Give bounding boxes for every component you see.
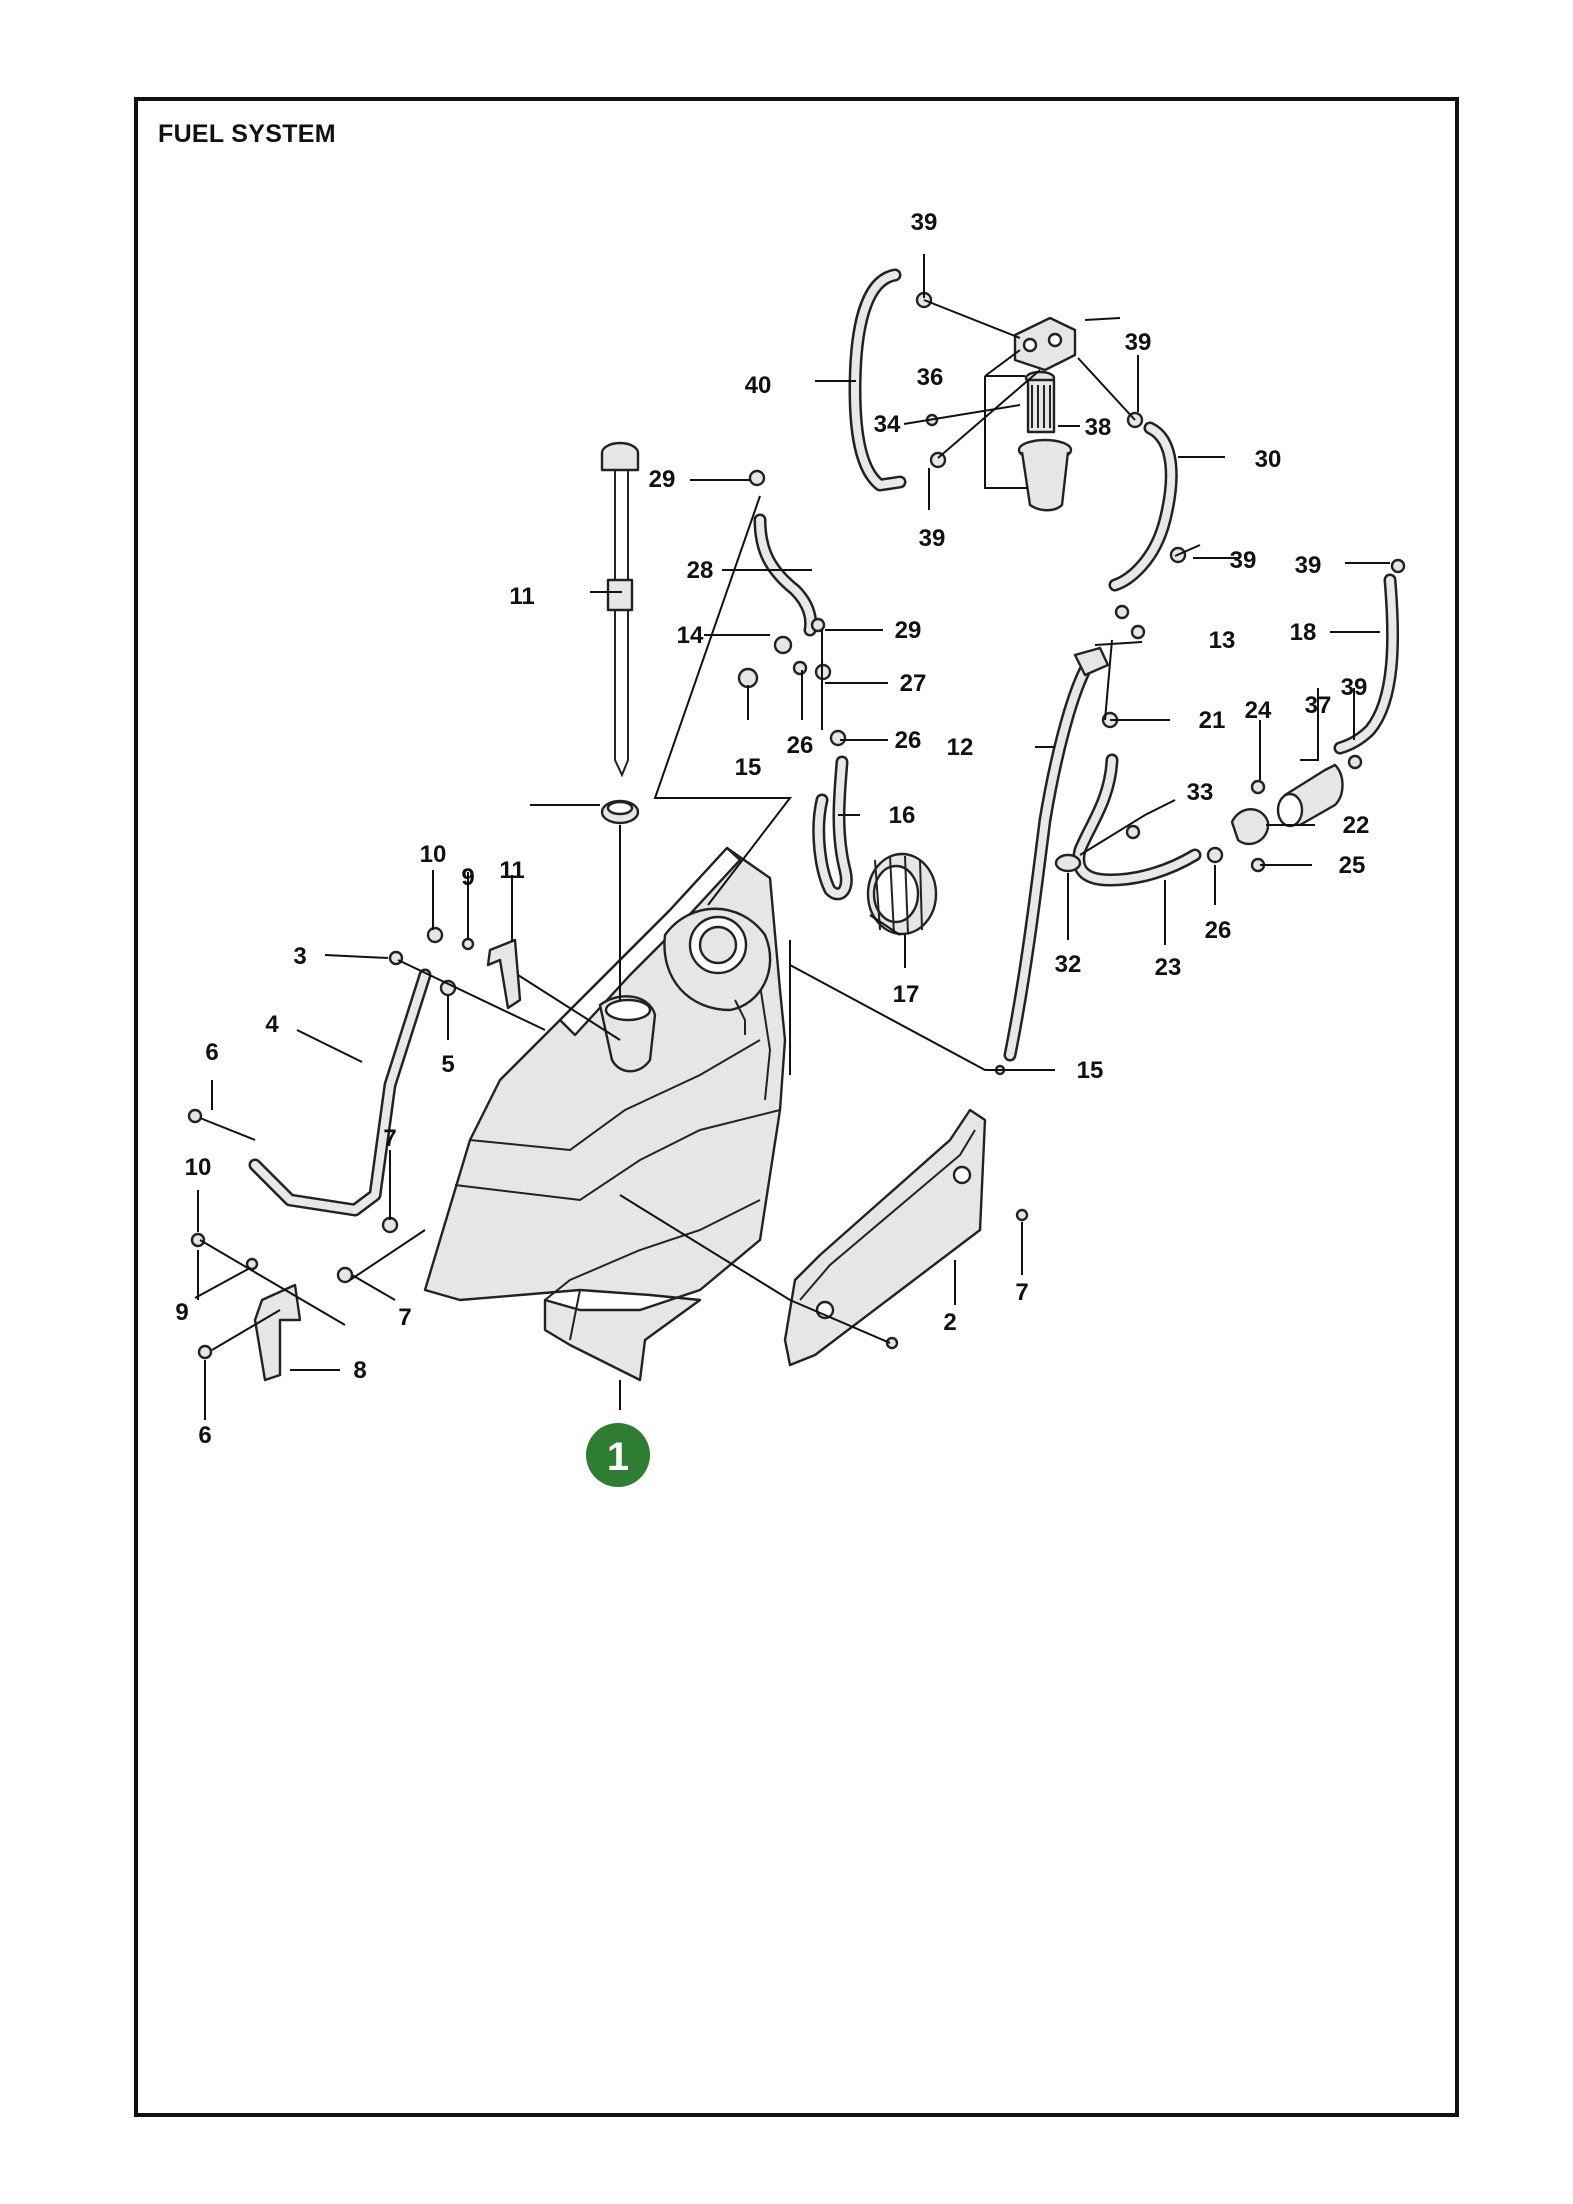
callout-label: 12 — [947, 734, 974, 761]
callout-label: 21 — [1199, 707, 1226, 734]
callout-label: 2 — [943, 1309, 956, 1336]
callout-label: 3 — [293, 943, 306, 970]
callout-label: 39 — [1341, 674, 1368, 701]
callout-label: 26 — [787, 732, 814, 759]
callout-label: 14 — [677, 622, 704, 649]
side-panel — [783, 1108, 987, 1367]
callout-label: 10 — [420, 841, 447, 868]
diagram-frame — [134, 97, 1459, 2117]
callout-label: 39 — [1125, 329, 1152, 356]
callout-label: 16 — [889, 802, 916, 829]
callout-label: 7 — [1015, 1279, 1028, 1306]
callout-label: 39 — [1230, 547, 1257, 574]
callout-label: 25 — [1339, 852, 1366, 879]
callout-label: 11 — [509, 583, 534, 610]
callout-label: 9 — [461, 864, 474, 891]
callout-label: 15 — [1077, 1057, 1104, 1084]
item-badge-label: 1 — [607, 1435, 629, 1479]
callout-label: 38 — [1085, 414, 1112, 441]
fuel-hose-23 — [1054, 753, 1202, 887]
page-title: FUEL SYSTEM — [158, 120, 336, 148]
callout-label: 26 — [895, 727, 922, 754]
callout-label: 4 — [265, 1011, 279, 1038]
bracket-11 — [486, 938, 522, 1010]
fuel-pump-assembly — [1013, 316, 1077, 512]
leader-lines — [194, 254, 1390, 1420]
callout-label: 26 — [1205, 917, 1232, 944]
callout-label: 39 — [919, 525, 946, 552]
callout-label: 28 — [687, 557, 714, 584]
callout-label: 39 — [1295, 552, 1322, 579]
callout-label: 7 — [398, 1304, 411, 1331]
callout-label: 15 — [735, 754, 762, 781]
callout-label: 22 — [1343, 812, 1370, 839]
dipstick — [600, 441, 640, 778]
callout-label: 18 — [1290, 619, 1317, 646]
callout-label: 6 — [205, 1039, 218, 1066]
callout-label: 40 — [745, 372, 772, 399]
fuel-cap — [866, 852, 938, 936]
callout-label: 6 — [198, 1422, 211, 1449]
grommet — [600, 799, 640, 825]
fuel-hose-25 — [1333, 573, 1400, 755]
callout-label: 17 — [893, 981, 920, 1008]
callout-label: 23 — [1155, 954, 1182, 981]
callout-label: 37 — [1305, 692, 1332, 719]
callout-label: 11 — [499, 857, 524, 884]
vent-line — [1003, 646, 1110, 1062]
bracket-8 — [253, 1283, 302, 1382]
callout-label: 7 — [383, 1125, 396, 1152]
callout-label: 30 — [1255, 446, 1282, 473]
callout-label: 5 — [441, 1051, 454, 1078]
callout-label: 8 — [353, 1357, 366, 1384]
callout-label: 13 — [1209, 627, 1236, 654]
item-badge: 1 — [586, 1423, 650, 1487]
bracket-4 — [248, 968, 432, 1217]
callout-label: 32 — [1055, 951, 1082, 978]
vent-hose — [753, 513, 818, 637]
callout-label: 34 — [874, 411, 901, 438]
inline-filter — [1230, 763, 1344, 846]
filler-neck — [812, 755, 853, 901]
callout-labels: 39 39 40 36 34 38 30 39 39 39 18 39 29 2… — [175, 209, 1369, 1449]
fuel-line-30 — [1108, 421, 1178, 592]
callout-label: 9 — [175, 1299, 188, 1326]
callout-label: 33 — [1187, 779, 1214, 806]
fuel-line-40 — [848, 268, 907, 492]
callout-label: 39 — [911, 209, 938, 236]
fuel-tank — [423, 846, 787, 1382]
callout-label: 29 — [649, 466, 676, 493]
callout-label: 36 — [917, 364, 944, 391]
callout-label: 27 — [900, 670, 927, 697]
callout-label: 29 — [895, 617, 922, 644]
callout-label: 10 — [185, 1154, 212, 1181]
callout-label: 24 — [1245, 697, 1272, 724]
